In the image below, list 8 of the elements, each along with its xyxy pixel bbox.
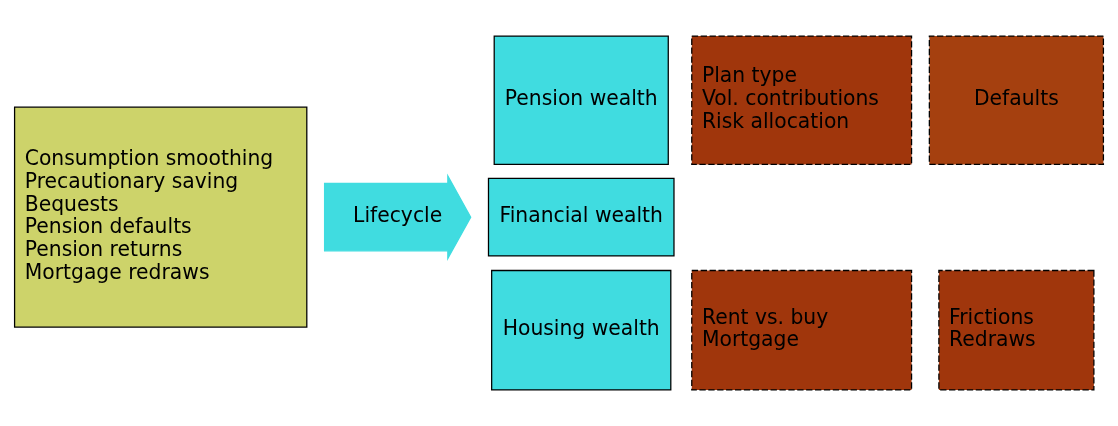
node-box: Consumption smoothing Precautionary saving Bequests Pension defaults Pension returns Mortgage redraws <box>13 106 308 328</box>
node-box: Defaults <box>928 35 1105 166</box>
node-box: Frictions Redraws <box>938 269 1095 391</box>
node-box: Pension wealth <box>493 35 669 166</box>
node-box: Plan type Vol. contributions Risk allocation <box>691 35 913 166</box>
node-box: Housing wealth <box>491 269 672 391</box>
node-box: Rent vs. buy Mortgage <box>691 269 913 391</box>
node-box: Financial wealth <box>487 177 675 257</box>
